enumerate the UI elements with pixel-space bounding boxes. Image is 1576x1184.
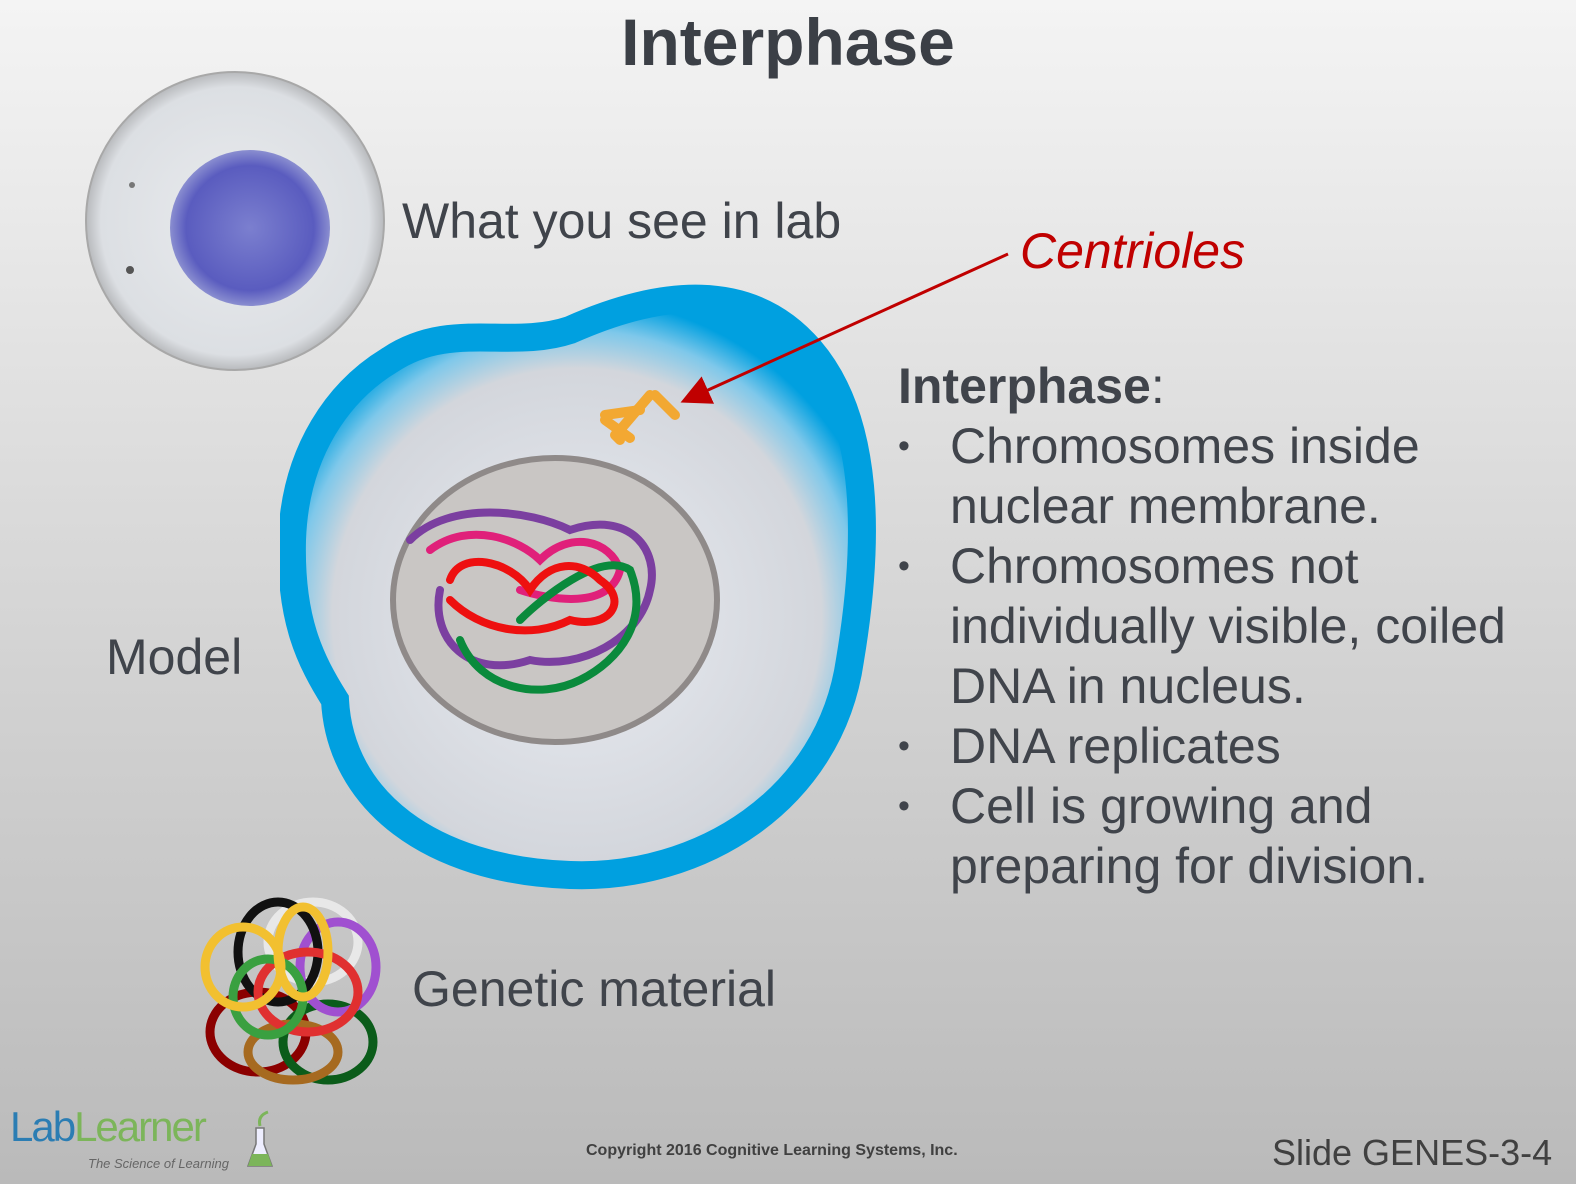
item-text: Chromosomes inside nuclear membrane. bbox=[950, 418, 1420, 534]
slide-title: Interphase bbox=[621, 5, 955, 79]
chromatin bbox=[406, 508, 656, 694]
centrioles-arrow bbox=[680, 252, 1009, 404]
item-text: Cell is growing and preparing for divisi… bbox=[950, 778, 1429, 894]
logo-name: LabLearner bbox=[10, 1103, 207, 1150]
logo-lab: Lab bbox=[10, 1103, 76, 1150]
bullet: • bbox=[898, 787, 910, 825]
slide-number: Slide GENES-3-4 bbox=[1272, 1132, 1553, 1173]
panel-heading: Interphase bbox=[898, 358, 1151, 414]
list-item: • Cell is growing and preparing for divis… bbox=[898, 776, 1568, 896]
bullet: • bbox=[898, 427, 910, 465]
list-item: • DNA replicates bbox=[898, 716, 1568, 776]
micrograph-image bbox=[85, 71, 385, 371]
model-label: Model bbox=[106, 629, 243, 685]
flask-icon bbox=[246, 1110, 274, 1167]
info-panel: Interphase: • Chromosomes inside nuclear … bbox=[898, 356, 1568, 896]
genetic-material-image bbox=[200, 897, 381, 1085]
genetic-material-label: Genetic material bbox=[412, 961, 777, 1017]
logo-learner: Learner bbox=[74, 1103, 207, 1150]
lablearner-logo: LabLearner The Science of Learning bbox=[10, 1106, 280, 1182]
copyright-text: Copyright 2016 Cognitive Learning System… bbox=[586, 1142, 958, 1159]
centrioles-label: Centrioles bbox=[1020, 223, 1246, 279]
lab-label: What you see in lab bbox=[402, 193, 842, 249]
centrioles-shape bbox=[600, 390, 680, 445]
item-text: Chromosomes not individually visible, co… bbox=[950, 538, 1506, 714]
list-item: • Chromosomes inside nuclear membrane. bbox=[898, 416, 1568, 536]
logo-tagline: The Science of Learning bbox=[88, 1156, 229, 1171]
item-text: DNA replicates bbox=[950, 718, 1281, 774]
bullet: • bbox=[898, 547, 910, 585]
bullet: • bbox=[898, 727, 910, 765]
list-item: • Chromosomes not individually visible, c… bbox=[898, 536, 1568, 716]
panel-colon: : bbox=[1150, 358, 1165, 414]
cell-model bbox=[280, 252, 1009, 890]
